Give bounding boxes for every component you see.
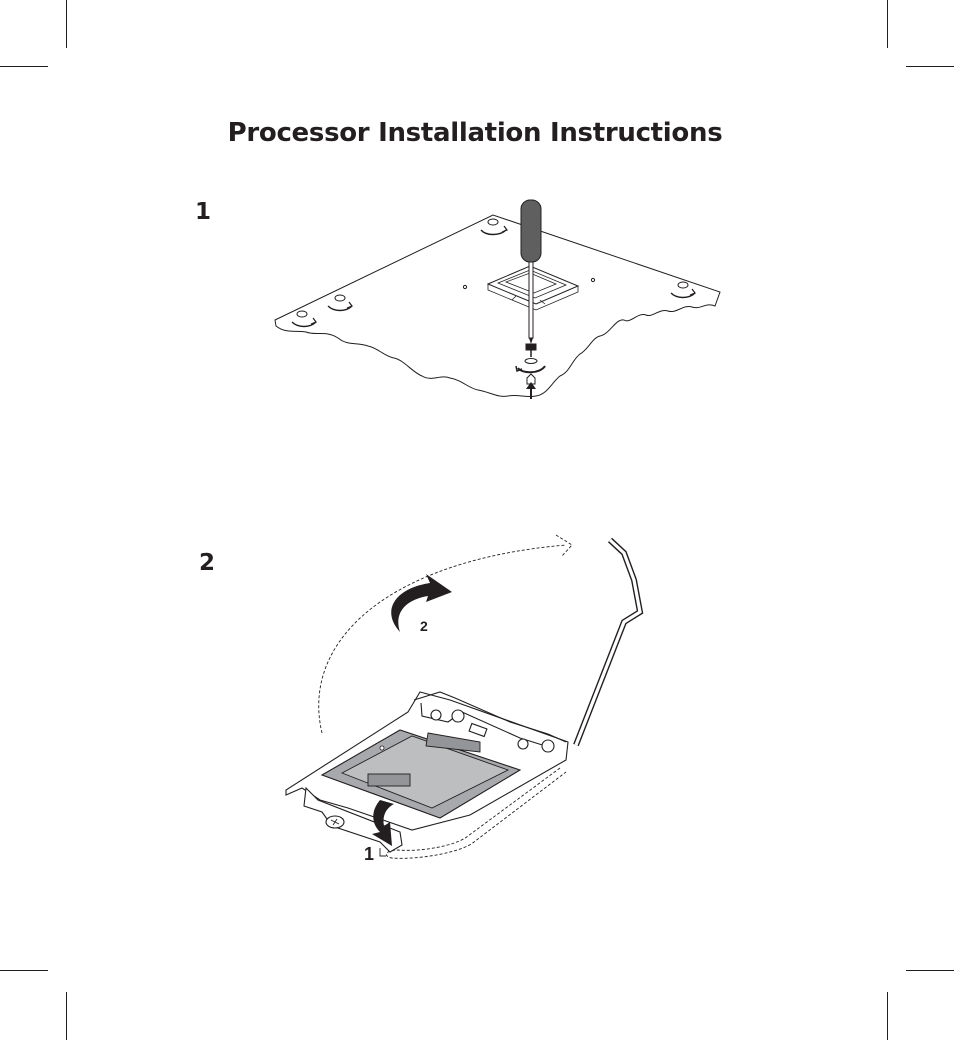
load-lever: [576, 540, 640, 745]
callout-1: 1: [364, 844, 374, 864]
callout-2: 2: [420, 618, 428, 634]
